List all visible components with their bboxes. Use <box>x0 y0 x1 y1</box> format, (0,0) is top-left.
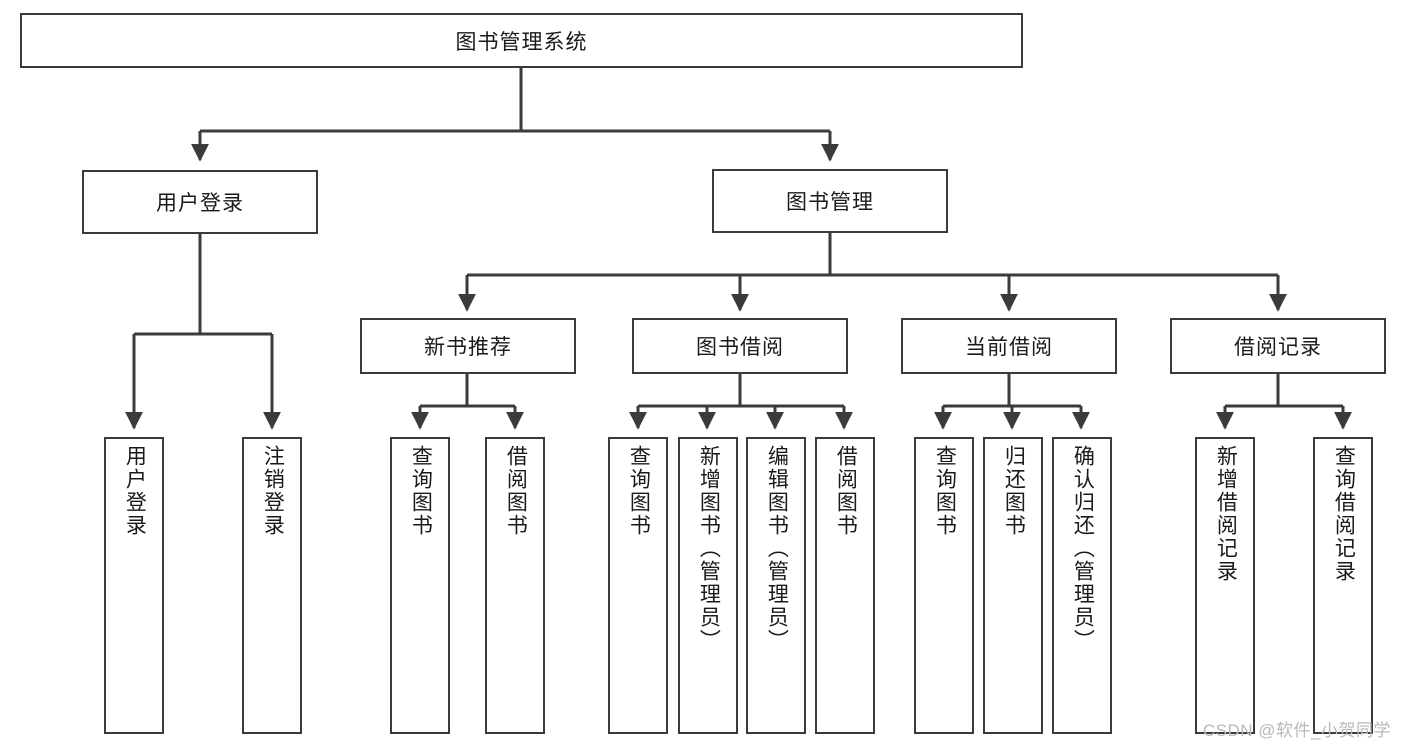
node-book-borrow-label: 图书借阅 <box>696 336 784 359</box>
leaf-current-borrow-confirm-return-label: 确认归还（管理员） <box>1071 445 1095 652</box>
leaf-current-borrow-query[interactable]: 查询图书 <box>914 437 974 734</box>
leaf-user-login-signout-label: 注销登录 <box>261 445 285 537</box>
node-book-borrow[interactable]: 图书借阅 <box>632 318 848 374</box>
node-borrow-record-label: 借阅记录 <box>1234 336 1322 359</box>
watermark-text: CSDN @软件_小贺同学 <box>1202 721 1391 740</box>
leaf-book-borrow-add[interactable]: 新增图书（管理员） <box>678 437 738 734</box>
leaf-book-borrow-edit-label: 编辑图书（管理员） <box>765 445 789 652</box>
leaf-new-book-query[interactable]: 查询图书 <box>390 437 450 734</box>
leaf-current-borrow-return-label: 归还图书 <box>1002 445 1026 537</box>
node-user-login[interactable]: 用户登录 <box>82 170 318 234</box>
node-borrow-record[interactable]: 借阅记录 <box>1170 318 1386 374</box>
node-user-login-label: 用户登录 <box>156 192 244 215</box>
leaf-book-borrow-query-label: 查询图书 <box>627 445 651 537</box>
leaf-new-book-borrow[interactable]: 借阅图书 <box>485 437 545 734</box>
node-book-management[interactable]: 图书管理 <box>712 169 948 233</box>
node-root-system[interactable]: 图书管理系统 <box>20 13 1023 68</box>
leaf-user-login-signin-label: 用户登录 <box>123 445 147 537</box>
node-new-book-recommend[interactable]: 新书推荐 <box>360 318 576 374</box>
leaf-borrow-record-query[interactable]: 查询借阅记录 <box>1313 437 1373 734</box>
leaf-user-login-signin[interactable]: 用户登录 <box>104 437 164 734</box>
leaf-book-borrow-add-label: 新增图书（管理员） <box>697 445 721 652</box>
leaf-book-borrow-borrow-label: 借阅图书 <box>834 445 858 537</box>
leaf-book-borrow-query[interactable]: 查询图书 <box>608 437 668 734</box>
leaf-borrow-record-add[interactable]: 新增借阅记录 <box>1195 437 1255 734</box>
node-current-borrow-label: 当前借阅 <box>965 336 1053 359</box>
node-root-system-label: 图书管理系统 <box>455 30 588 54</box>
leaf-current-borrow-return[interactable]: 归还图书 <box>983 437 1043 734</box>
leaf-new-book-query-label: 查询图书 <box>409 445 433 537</box>
leaf-book-borrow-edit[interactable]: 编辑图书（管理员） <box>746 437 806 734</box>
leaf-borrow-record-add-label: 新增借阅记录 <box>1214 445 1238 583</box>
node-new-book-recommend-label: 新书推荐 <box>424 336 512 359</box>
node-book-management-label: 图书管理 <box>786 191 874 214</box>
leaf-new-book-borrow-label: 借阅图书 <box>504 445 528 537</box>
node-current-borrow[interactable]: 当前借阅 <box>901 318 1117 374</box>
leaf-borrow-record-query-label: 查询借阅记录 <box>1332 445 1356 583</box>
leaf-current-borrow-confirm-return[interactable]: 确认归还（管理员） <box>1052 437 1112 734</box>
leaf-book-borrow-borrow[interactable]: 借阅图书 <box>815 437 875 734</box>
leaf-user-login-signout[interactable]: 注销登录 <box>242 437 302 734</box>
leaf-current-borrow-query-label: 查询图书 <box>933 445 957 537</box>
